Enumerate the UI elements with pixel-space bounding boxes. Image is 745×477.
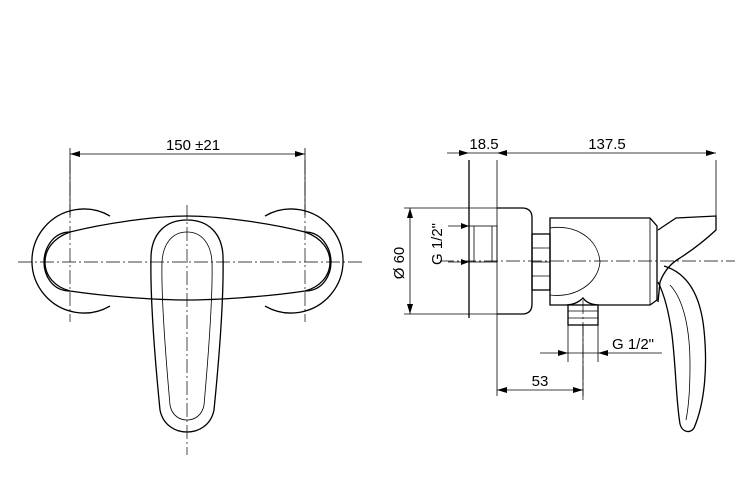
depth-arrow-right — [497, 150, 507, 156]
body-depth-label: 18.5 — [469, 136, 498, 153]
diameter-label: Ø 60 — [391, 247, 408, 280]
inlet-thread-outline — [468, 225, 498, 263]
projection-arrow-right — [706, 150, 716, 156]
outlet-arrow-right — [598, 350, 608, 356]
inlet-thread-label: G 1/2" — [429, 223, 446, 265]
lever-top-side — [657, 215, 717, 303]
left-rosette-outer — [31, 208, 111, 314]
outlet-offset-label: 53 — [532, 373, 549, 390]
lever-handle-inner — [161, 231, 213, 421]
diameter-arrow-bottom — [407, 304, 413, 314]
outlet-thread-label: G 1/2" — [612, 336, 654, 353]
mixer-body-outline — [44, 215, 331, 301]
mixer-body-side — [549, 217, 658, 306]
right-rosette-outer — [264, 208, 344, 314]
projection-label: 137.5 — [588, 136, 626, 153]
front-dim-arrow-right — [295, 151, 305, 157]
inlet-arrow-top — [461, 223, 469, 229]
dim-width-label: 150 ±21 — [166, 137, 220, 154]
side-view: G 1/2" Ø 60 G 1/2" — [391, 136, 735, 433]
depth-arrow-left — [459, 150, 469, 156]
offset-arrow-right — [573, 387, 583, 393]
inlet-arrow-bottom — [461, 259, 469, 265]
left-rosette-inner — [43, 231, 71, 292]
right-rosette-inner — [304, 231, 332, 292]
front-dim-arrow-left — [70, 151, 80, 157]
lever-handle-outline — [150, 219, 224, 433]
outlet-arrow-left — [558, 350, 568, 356]
lever-blade-side — [657, 265, 707, 433]
lever-blade-contour — [669, 284, 691, 421]
offset-arrow-left — [497, 387, 507, 393]
front-view: 150 ±21 — [18, 137, 365, 455]
diameter-arrow-top — [407, 208, 413, 218]
body-dome-contour — [549, 226, 601, 296]
